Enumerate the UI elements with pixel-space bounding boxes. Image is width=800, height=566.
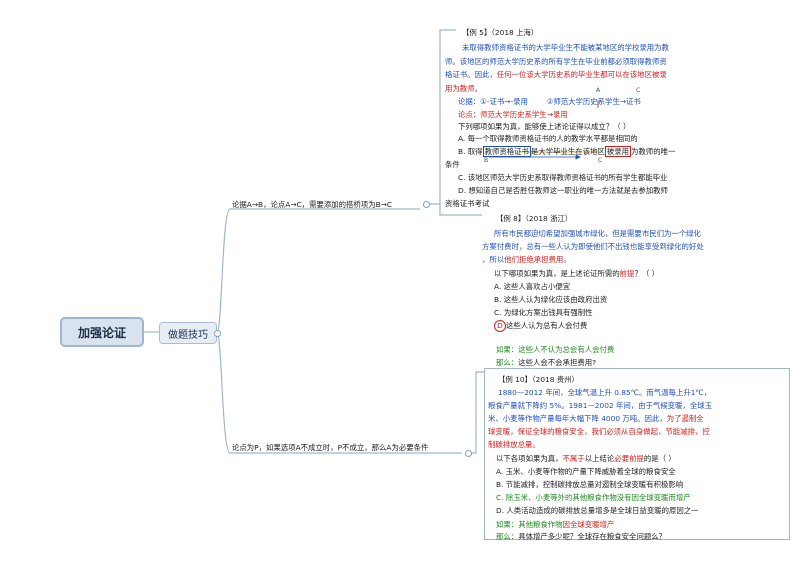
- ex10-question-c: 以上结论: [584, 454, 615, 463]
- ex8-option-c[interactable]: C. 为绿化方案出钱具有强制性: [494, 308, 593, 317]
- branch1-to-ex8-line: [439, 204, 482, 216]
- ex8-question-c: ？（ ）: [634, 269, 659, 278]
- root-node[interactable]: 加强论证: [60, 317, 144, 347]
- ex10-para-3a: 米、小麦等作物产量每年大幅下降 4000 万吨。因此，: [488, 414, 667, 423]
- ex8-para-3c: 。: [563, 255, 571, 264]
- example10-box: [484, 368, 790, 540]
- ex5-option-c[interactable]: C. 该地区师范大学历史系取得教师资格证书的所有学生都能毕业: [458, 173, 668, 182]
- ex5-label-c: C: [636, 87, 641, 94]
- ex10-question: 以下各项如果为真，不属于以上结论必要前提的是（ ）: [496, 453, 676, 465]
- ex5-lundian: 论点：师范大学历史系学生→录用: [458, 110, 568, 119]
- ex8-option-d-text: 这些人认为总有人会付费: [506, 321, 588, 330]
- tips-to-branch1-line: [216, 208, 420, 334]
- tips-to-branch2-line: [216, 332, 462, 454]
- ex10-then: 那么：具体增产多少呢？全球存在粮食安全问题么？: [496, 531, 666, 543]
- ex10-if-text: 其他粮食作物: [518, 520, 563, 529]
- ex5-para-3: 格证书。因此，任何一位该大学历史系的毕业生都可以在该地区被录: [445, 69, 667, 81]
- ex8-para-2: 方案付费时，总有一些人认为即使他们不出钱也能享受到绿化的好处: [482, 242, 704, 251]
- ex8-then: 那么：这些人会不会承担费用?: [496, 357, 596, 369]
- collapse-toggle-tips[interactable]: [214, 330, 221, 337]
- ex10-option-b[interactable]: B. 节能减排，控制碳排放总量对遏制全球变暖有积极影响: [496, 480, 684, 489]
- ex5-option-b-1: B. 取得: [458, 147, 483, 156]
- branch2-label[interactable]: 论点为P，如果选项A不成立时，P不成立，那么A为必要条件: [232, 443, 429, 452]
- ex10-question-d: 必要前提: [614, 454, 644, 463]
- ex5-option-d-cont: 资格证书考试: [445, 199, 490, 208]
- ex5-option-b-hired: 被录用: [604, 146, 632, 157]
- collapse-toggle-branch2[interactable]: [465, 450, 472, 457]
- ex8-para-3b: 他们拒绝承担费用: [504, 255, 564, 264]
- ex10-if-text-red: 因全球变暖增产: [562, 520, 615, 529]
- ex8-para-3: ，所以他们拒绝承担费用。: [482, 254, 571, 266]
- ex8-answer-mark: D: [494, 320, 506, 332]
- ex5-lunju-a: 论据：①-证书→-录用: [458, 97, 528, 106]
- ex8-option-b[interactable]: B. 这些人认为绿化应该由政府出资: [494, 295, 608, 304]
- ex5-para-1: 未取得教师资格证书的大学毕业生不能被某地区的学校录用为教: [462, 43, 669, 52]
- ex10-then-text: 具体增产多少呢？全球存在粮食安全问题么？: [518, 532, 667, 541]
- branch1-to-ex5-line: [428, 29, 456, 205]
- ex8-then-label: 那么：: [496, 358, 519, 367]
- ex5-option-a[interactable]: A. 每一个取得教师资格证书的人的教学水平都是相同的: [458, 134, 638, 143]
- ex8-if: 如果：这些人不认为总会有人会付费: [496, 344, 614, 356]
- ex10-question-e: 的是（ ）: [643, 454, 676, 463]
- ex10-if: 如果：其他粮食作物因全球变暖增产: [496, 519, 614, 531]
- tips-node[interactable]: 做题技巧: [159, 322, 217, 344]
- ex8-question-a: 以下哪项如果为真，是上述论证所需的: [494, 269, 620, 278]
- ex5-lunju: 论据：①-证书→-录用 ②师范大学历史系学生→证书: [458, 96, 641, 108]
- branch1-label[interactable]: 论据A→B，论点A→C，需要添加的搭桥项为B→C: [232, 200, 393, 209]
- ex5-para-4: 用为教师。: [445, 84, 482, 93]
- ex10-para-4: 球变暖，保证全球的粮食安全，我们必须从自身做起，节能减排，控: [488, 427, 710, 436]
- ex5-para-3a: 格证书。因此，: [445, 70, 497, 79]
- ex5-option-b[interactable]: B. 取得教师资格证书是大学毕业生在该地区被录用为教师的唯一: [458, 146, 675, 158]
- ex10-question-a: 以下各项如果为真，: [496, 454, 563, 463]
- ex5-option-b-cont: 条件: [445, 160, 460, 169]
- ex10-option-a[interactable]: A. 玉米、小麦等作物的产量下降威胁着全球的粮食安全: [496, 467, 676, 476]
- ex5-title: 【例 5】（2018 上海）: [462, 28, 539, 37]
- ex5-question: 下列哪项如果为真，能够使上述论证得以成立？（ ）: [458, 122, 631, 131]
- example8-box: [482, 208, 483, 220]
- ex10-if-label: 如果：: [496, 520, 519, 529]
- ex5-option-d[interactable]: D. 想知道自己是否胜任教师这一职业的唯一方法就是去参加教师: [458, 186, 668, 195]
- ex10-para-3: 米、小麦等作物产量每年大幅下降 4000 万吨。因此，为了遏制全: [488, 413, 704, 425]
- ex8-option-a[interactable]: A. 这些人喜欢占小便宜: [494, 282, 571, 291]
- collapse-toggle-branch1[interactable]: [423, 201, 430, 208]
- ex10-option-c[interactable]: C. 除玉米、小麦等外的其他粮食作物没有因全球变暖而增产: [496, 493, 691, 502]
- ex10-para-1: 1880—2012 年间，全球气温上升 0.85℃。而气温每上升1℃，: [498, 388, 712, 397]
- ex5-label-a: A: [596, 87, 601, 94]
- ex8-question: 以下哪项如果为真，是上述论证所需的前提？（ ）: [494, 268, 659, 280]
- ex5-para-2: 师。该地区的师范大学历史系的所有学生在毕业前都必须取得教师资: [445, 57, 667, 66]
- ex8-title: 【例 8】（2018 浙江）: [496, 214, 573, 223]
- ex8-if-label: 如果：: [496, 345, 519, 354]
- ex5-option-b-2: 是大学毕业生在该地区: [530, 147, 605, 156]
- ex10-then-label: 那么：: [496, 532, 519, 541]
- ex10-para-5: 制碳排放总量。: [488, 440, 540, 449]
- branch2-to-ex10-line: [470, 371, 484, 454]
- ex10-title: 【例 10】（2018 贵州）: [498, 375, 579, 384]
- ex8-if-text: 这些人不认为总会有人会付费: [518, 345, 615, 354]
- ex5-label-b: B: [484, 157, 489, 164]
- ex5-lunju-b: ②师范大学历史系学生→证书: [546, 97, 641, 106]
- ex8-then-text: 这些人会不会承担费用?: [518, 358, 597, 367]
- ex8-para-1: 所有市民都迫切希望加强城市绿化，但是需要市民们为一个绿化: [494, 229, 701, 238]
- ex10-para-3b: 为了遏制全: [666, 414, 704, 423]
- ex8-para-3a: ，所以: [482, 255, 505, 264]
- ex5-option-b-3: 为教师的唯一: [631, 147, 676, 156]
- ex5-label-c2: C: [598, 157, 603, 164]
- ex5-para-3b: 任何一位该大学历史系的毕业生都可以在该地区被录: [496, 70, 667, 79]
- ex10-para-2: 粮食产量就下降约 5%。1981—2002 年间，由于气候变暖，全球玉: [488, 401, 713, 410]
- ex10-option-d[interactable]: D. 人类活动造成的碳排放总量增多是全球日益变暖的原因之一: [496, 506, 699, 515]
- ex10-question-b: 不属于: [562, 454, 585, 463]
- ex5-option-b-cert: 教师资格证书: [482, 146, 531, 157]
- ex8-question-b: 前提: [619, 269, 635, 278]
